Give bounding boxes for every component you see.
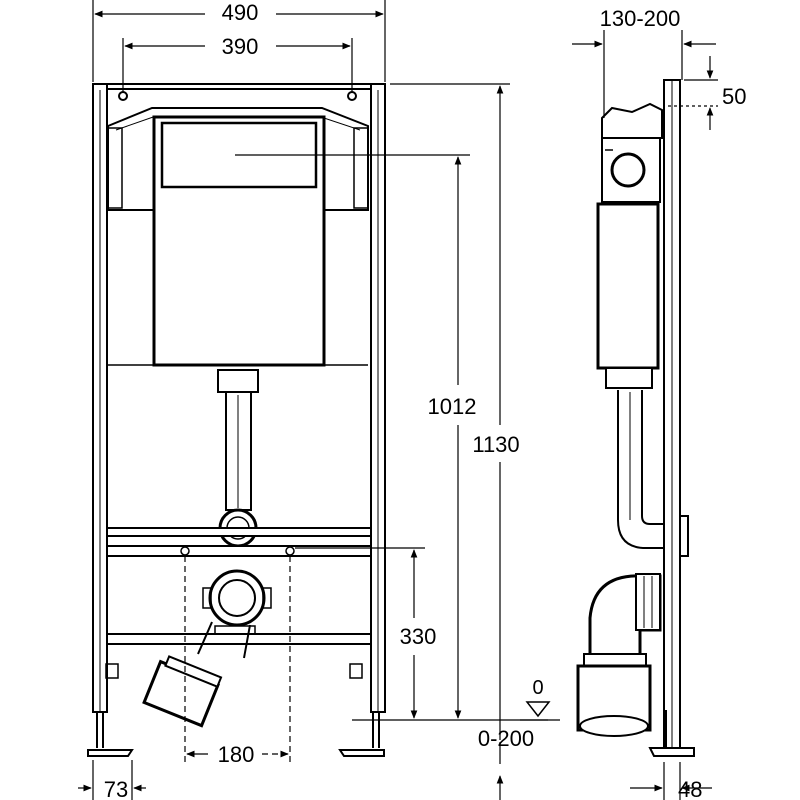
drain-bend bbox=[142, 569, 272, 728]
dim-1012: 1012 bbox=[428, 394, 477, 419]
side-flush-pipe bbox=[617, 390, 664, 549]
feet bbox=[87, 663, 385, 757]
mount-hole-left bbox=[118, 91, 128, 101]
dim-50: 50 bbox=[722, 84, 746, 109]
dimension-labels: 490 390 1012 1130 330 180 73 130-200 50 … bbox=[104, 0, 746, 800]
dim-48: 48 bbox=[678, 777, 702, 800]
dim-180: 180 bbox=[218, 742, 255, 767]
mount-hole-right bbox=[347, 91, 357, 101]
dim-0-200: 0-200 bbox=[478, 726, 534, 751]
cistern bbox=[107, 107, 369, 367]
side-dimensions bbox=[496, 30, 718, 800]
floor-zero-label: 0 bbox=[532, 677, 543, 699]
dim-490: 490 bbox=[222, 0, 259, 25]
flush-pipe bbox=[217, 369, 259, 548]
fill-valve bbox=[601, 102, 663, 203]
dim-330: 330 bbox=[400, 624, 437, 649]
front-dimensions bbox=[78, 0, 548, 800]
dim-390: 390 bbox=[222, 34, 259, 59]
side-tank bbox=[596, 202, 660, 370]
dim-73: 73 bbox=[104, 777, 128, 800]
frame bbox=[92, 83, 386, 713]
front-view bbox=[87, 83, 386, 757]
dim-1130: 1130 bbox=[472, 432, 519, 457]
dim-130-200: 130-200 bbox=[600, 6, 681, 31]
side-view bbox=[576, 79, 695, 757]
side-drain-elbow bbox=[576, 573, 662, 737]
